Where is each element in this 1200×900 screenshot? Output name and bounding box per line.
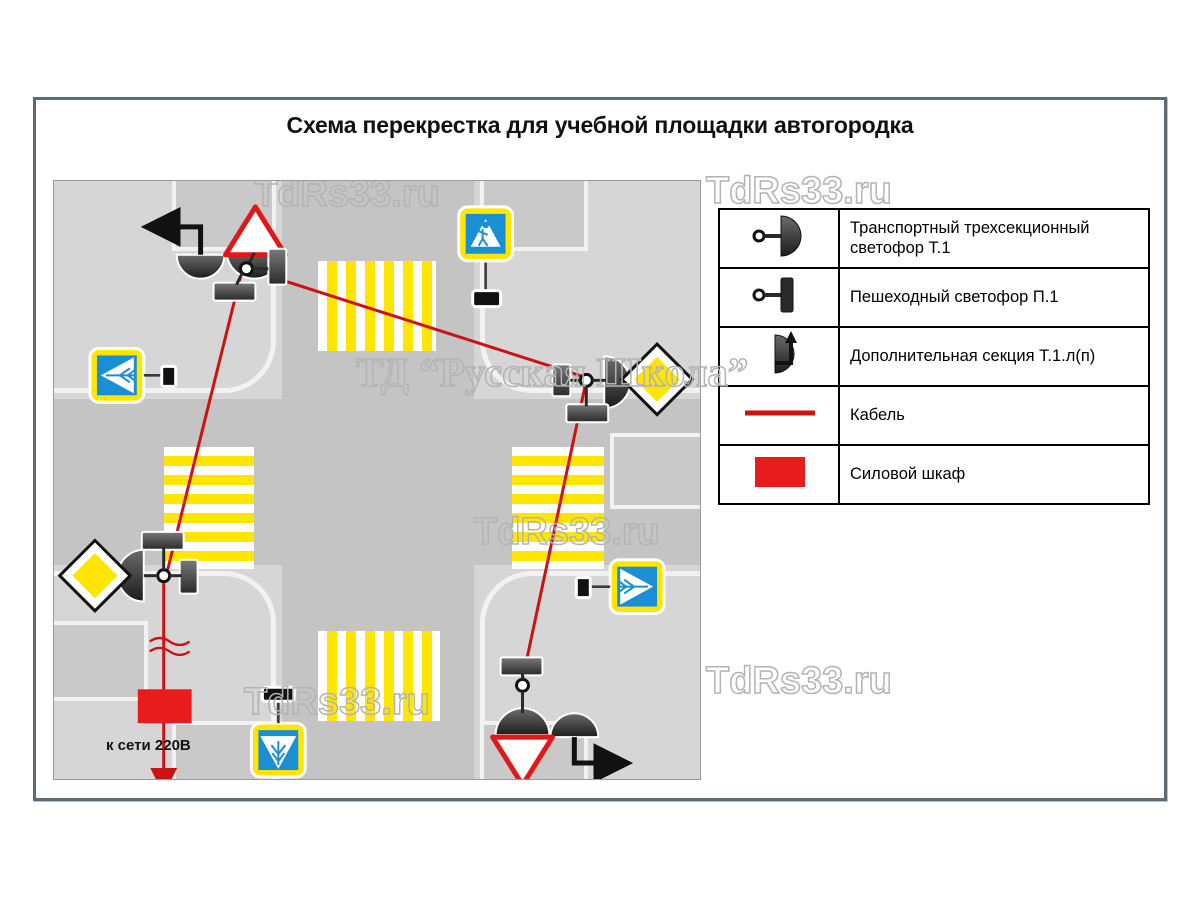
intersection-map: к сети 220В TdRs33.ru TdRs33.ru TdRs33.r… <box>53 180 701 780</box>
legend-row: Кабель <box>718 385 1150 446</box>
sidewalk-inset-bottom-right <box>480 721 588 779</box>
legend-label: Пешеходный светофор П.1 <box>838 267 1150 328</box>
legend-symbol-cell <box>718 385 840 446</box>
watermark-site-5: TdRs33.ru <box>705 659 892 703</box>
crosswalk-north <box>318 261 436 351</box>
crosswalk-east <box>512 447 604 569</box>
sidewalk-inset-right <box>610 433 700 509</box>
sidewalk-inset-bottom-left <box>54 621 148 701</box>
legend-row: Силовой шкаф <box>718 444 1150 505</box>
legend-label: Кабель <box>838 385 1150 446</box>
legend-label: Дополнительная секция Т.1.л(п) <box>838 326 1150 387</box>
cable-line-icon <box>745 410 815 416</box>
power-cabinet-icon <box>755 457 805 487</box>
legend-symbol-cell <box>718 267 840 328</box>
sidewalk-inset-top-right <box>480 181 588 251</box>
additional-section-icon <box>774 331 797 374</box>
legend-symbol-cell <box>718 444 840 505</box>
legend-label: Силовой шкаф <box>838 444 1150 505</box>
power-supply-label: к сети 220В <box>106 737 191 754</box>
legend-row: Дополнительная секция Т.1.л(п) <box>718 326 1150 387</box>
pedestrian-light-icon <box>752 277 794 313</box>
diagram-frame: Схема перекрестка для учебной площадки а… <box>33 97 1167 801</box>
crosswalk-south <box>318 631 440 721</box>
legend-label: Транспортный трехсекционный светофор Т.1 <box>838 208 1150 269</box>
crosswalk-west <box>164 447 254 569</box>
traffic-light-3section-icon <box>752 215 802 257</box>
sidewalk-inset-top-left <box>172 181 276 251</box>
page-title: Схема перекрестка для учебной площадки а… <box>286 112 914 138</box>
legend-symbol-cell <box>718 208 840 269</box>
legend-symbol-cell <box>718 326 840 387</box>
legend-table: Транспортный трехсекционный светофор Т.1… <box>718 208 1150 505</box>
legend-row: Транспортный трехсекционный светофор Т.1 <box>718 208 1150 269</box>
watermark-site-4: TdRs33.ru <box>705 169 892 213</box>
legend-row: Пешеходный светофор П.1 <box>718 267 1150 328</box>
